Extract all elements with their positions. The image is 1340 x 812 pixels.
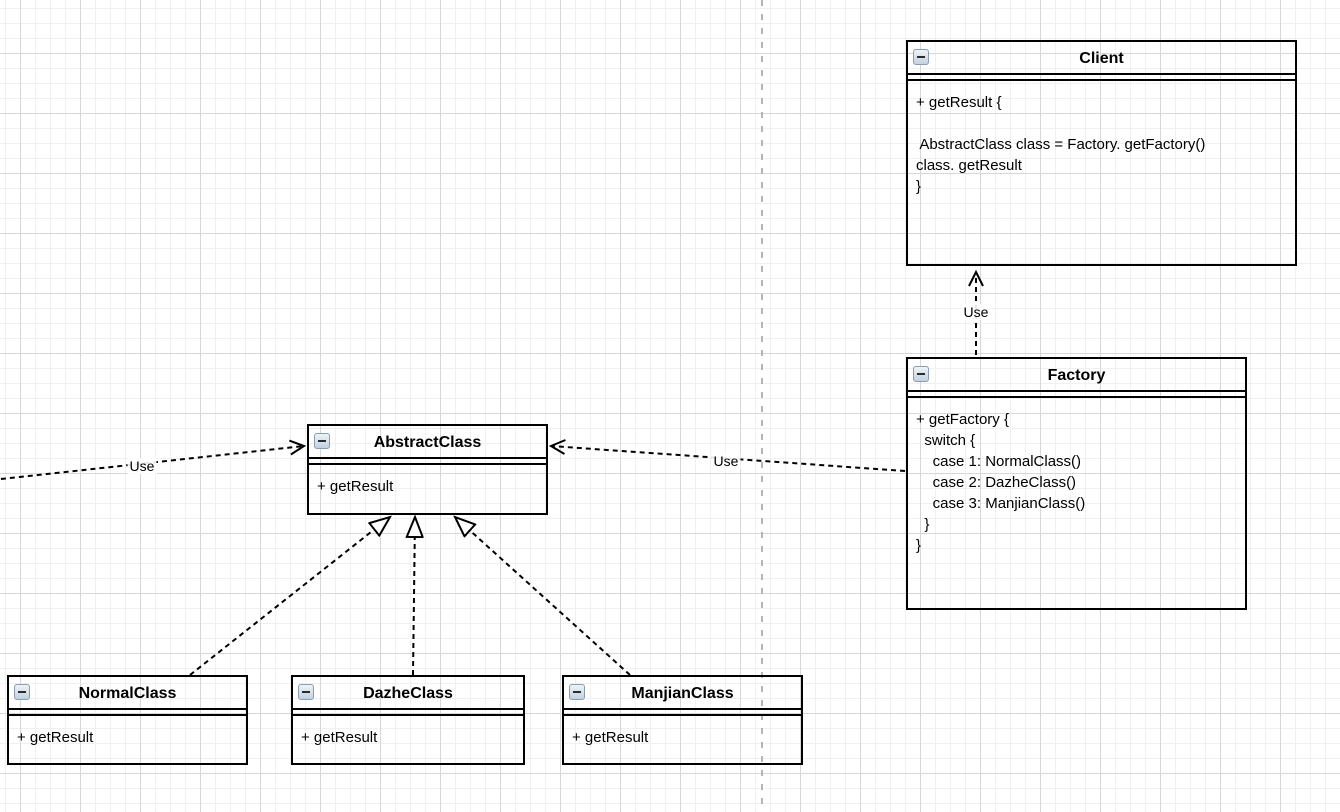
realization-edge-dazheclass-abstractclass[interactable] [413, 517, 415, 676]
class-header: AbstractClass [309, 426, 546, 459]
class-box-dazheclass[interactable]: DazheClass + getResult [291, 675, 525, 765]
class-body: + getResult [301, 729, 378, 746]
collapse-icon[interactable] [298, 684, 314, 700]
compartment-divider [309, 459, 546, 465]
realization-edge-normalclass-abstractclass[interactable] [189, 517, 390, 676]
minus-glyph [318, 440, 326, 442]
class-header: Client [908, 42, 1295, 75]
edge-label-use-factory-abstractclass[interactable]: Use [711, 453, 741, 469]
collapse-icon[interactable] [913, 366, 929, 382]
class-title: Factory [1047, 367, 1106, 384]
collapse-icon[interactable] [14, 684, 30, 700]
edge-label-use-left-abstractclass[interactable]: Use [127, 458, 157, 474]
class-title: DazheClass [363, 685, 453, 702]
class-box-factory[interactable]: Factory + getFactory { switch { case 1: … [906, 357, 1247, 610]
compartment-divider [293, 710, 523, 716]
minus-glyph [302, 691, 310, 693]
compartment-divider [908, 392, 1245, 398]
compartment-divider [9, 710, 246, 716]
realization-edge-manjianclass-abstractclass[interactable] [455, 517, 631, 676]
class-body: + getResult [572, 729, 649, 746]
class-title: NormalClass [78, 685, 177, 702]
class-header: ManjianClass [564, 677, 801, 710]
class-box-client[interactable]: Client + getResult { AbstractClass class… [906, 40, 1297, 266]
class-box-abstractclass[interactable]: AbstractClass + getResult [307, 424, 548, 515]
compartment-divider [564, 710, 801, 716]
class-box-manjianclass[interactable]: ManjianClass + getResult [562, 675, 803, 765]
class-body: + getResult [17, 729, 94, 746]
class-header: DazheClass [293, 677, 523, 710]
minus-glyph [573, 691, 581, 693]
class-box-normalclass[interactable]: NormalClass + getResult [7, 675, 248, 765]
class-body: + getFactory { switch { case 1: NormalCl… [916, 411, 1086, 554]
class-header: NormalClass [9, 677, 246, 710]
compartment-divider [908, 75, 1295, 81]
class-body: + getResult { AbstractClass class = Fact… [916, 94, 1206, 195]
minus-glyph [917, 373, 925, 375]
edge-label-use-factory-client[interactable]: Use [961, 304, 991, 320]
class-title: AbstractClass [373, 434, 482, 451]
collapse-icon[interactable] [569, 684, 585, 700]
minus-glyph [917, 56, 925, 58]
class-title: ManjianClass [631, 685, 734, 702]
collapse-icon[interactable] [314, 433, 330, 449]
class-body: + getResult [317, 478, 394, 495]
collapse-icon[interactable] [913, 49, 929, 65]
page-boundary-divider [761, 0, 763, 812]
minus-glyph [18, 691, 26, 693]
class-title: Client [1079, 50, 1124, 67]
class-header: Factory [908, 359, 1245, 392]
